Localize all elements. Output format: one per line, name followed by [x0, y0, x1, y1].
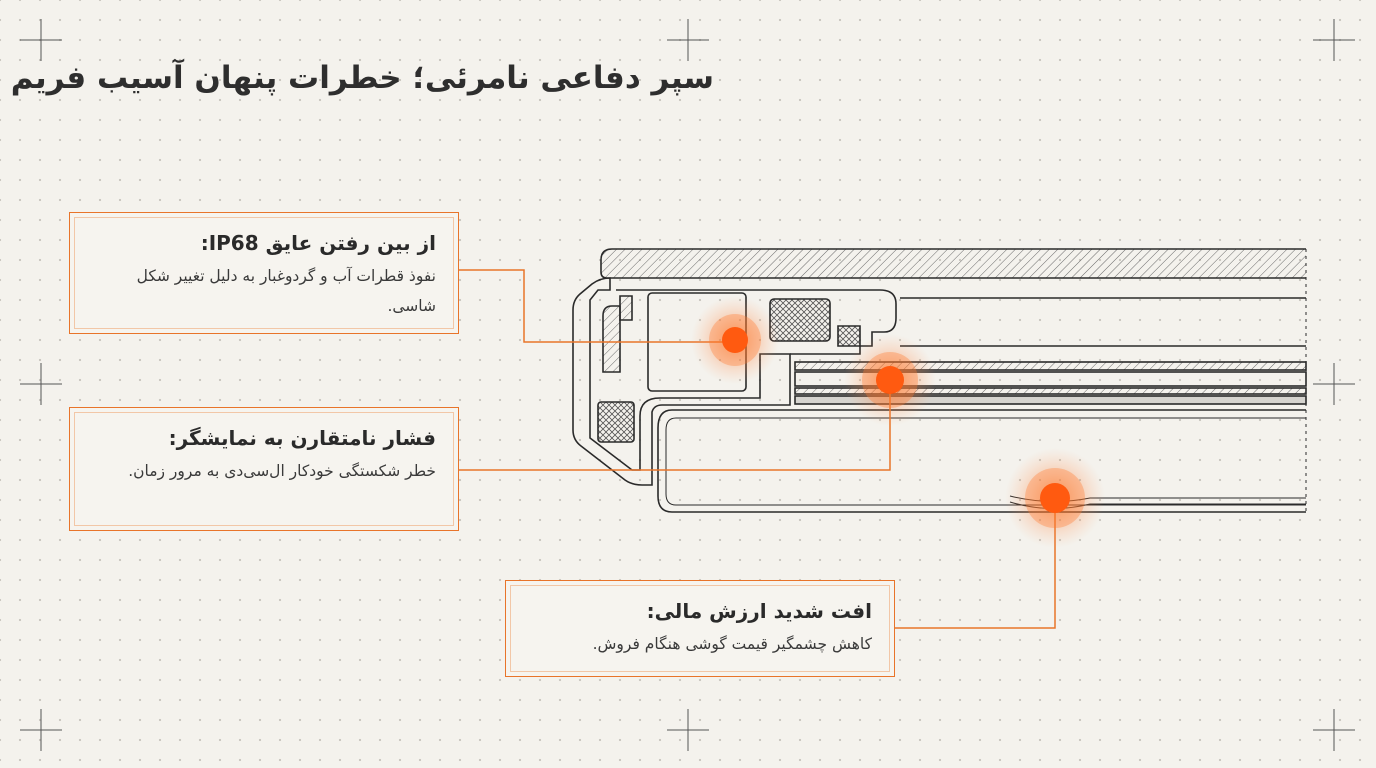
registration-marks: [20, 19, 1355, 751]
callout-ip68: از بین رفتن عایق IP68: نفوذ قطرات آب و گ…: [69, 212, 459, 334]
damage-hotspot-value: [1005, 448, 1105, 548]
callout-heading: از بین رفتن عایق IP68:: [200, 231, 436, 255]
damage-hotspot-ip68: [691, 296, 779, 384]
callout-display-pressure: فشار نامتقارن به نمایشگر: خطر شکستگی خود…: [69, 407, 459, 531]
callout-text: خطر شکستگی خودکار ال‌سی‌دی به مرور زمان.: [128, 462, 436, 480]
phone-frame-section: [572, 248, 1307, 513]
damage-hotspot-display: [844, 334, 936, 426]
callout-value-loss: افت شدید ارزش مالی: کاهش چشمگیر قیمت گوش…: [505, 580, 895, 677]
callout-heading: فشار نامتقارن به نمایشگر:: [168, 426, 436, 450]
page-title: سپر دفاعی نامرئی؛ خطرات پنهان آسیب فریم: [10, 60, 714, 96]
callout-text: نفوذ قطرات آب و گردوغبار به دلیل تغییر ش…: [136, 267, 436, 315]
callout-text: کاهش چشمگیر قیمت گوشی هنگام فروش.: [592, 635, 872, 653]
callout-heading: افت شدید ارزش مالی:: [646, 599, 872, 623]
